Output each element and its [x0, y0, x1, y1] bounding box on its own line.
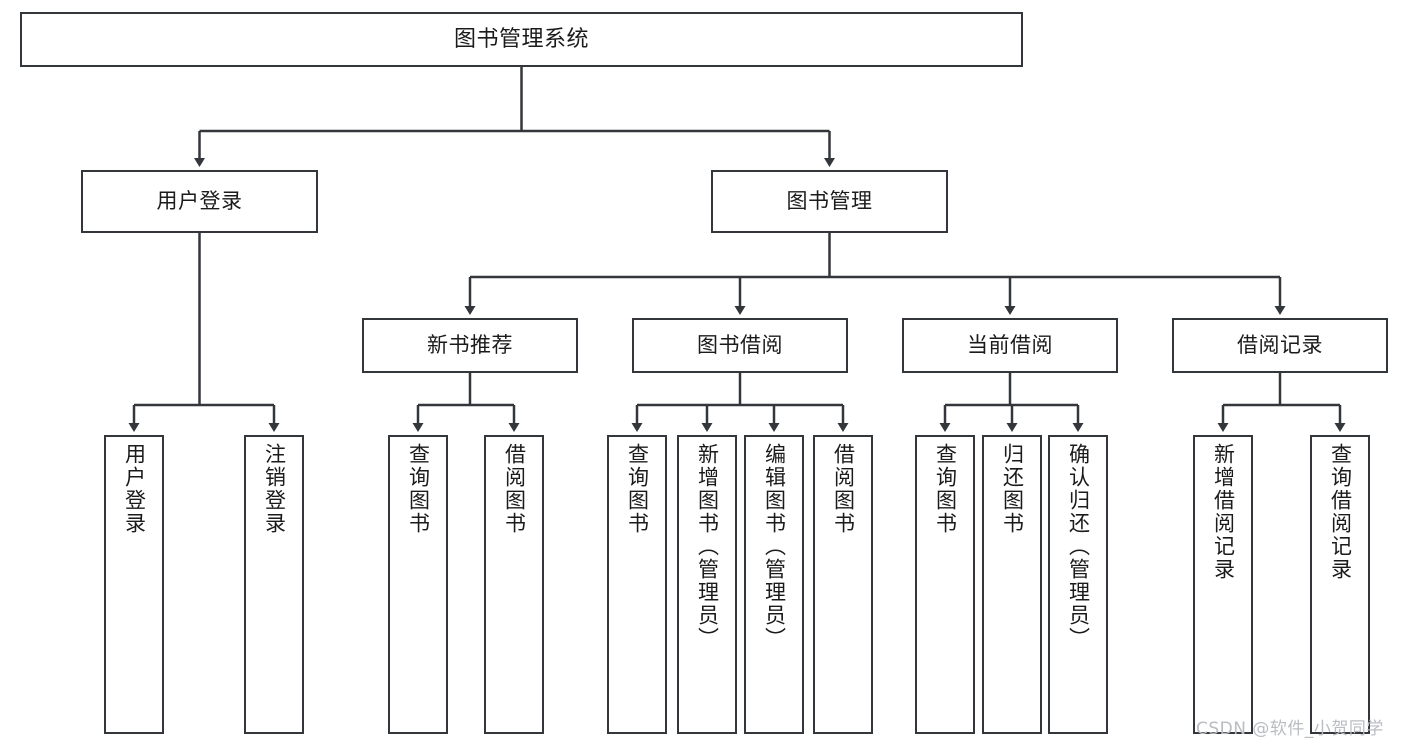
node-label: 新书推荐 — [427, 333, 513, 358]
csdn-watermark: CSDN @软件_小贺同学 — [1196, 719, 1384, 739]
node-label: 借阅图书 — [502, 443, 527, 535]
node-label: 新增借阅记录 — [1211, 443, 1236, 581]
node-label: 用户登录 — [122, 443, 147, 535]
node-l-borrowbk2[interactable]: 借阅图书 — [813, 435, 873, 734]
node-borrow[interactable]: 图书借阅 — [632, 318, 848, 373]
node-label: 归还图书 — [1000, 443, 1025, 535]
node-label: 编辑图书（管理员） — [762, 443, 787, 650]
node-l-addrec[interactable]: 新增借阅记录 — [1193, 435, 1253, 734]
node-l-userlogin[interactable]: 用户登录 — [104, 435, 164, 734]
node-root[interactable]: 图书管理系统 — [20, 12, 1023, 67]
node-label: 图书管理系统 — [453, 26, 589, 52]
node-label: 新增图书（管理员） — [695, 443, 720, 650]
node-l-borrowbk1[interactable]: 借阅图书 — [484, 435, 544, 734]
node-l-confirm[interactable]: 确认归还（管理员） — [1048, 435, 1108, 734]
node-label: 查询图书 — [625, 443, 650, 535]
node-l-returnbk[interactable]: 归还图书 — [982, 435, 1042, 734]
node-l-editbook[interactable]: 编辑图书（管理员） — [744, 435, 804, 734]
node-records[interactable]: 借阅记录 — [1172, 318, 1388, 373]
node-login[interactable]: 用户登录 — [81, 170, 318, 233]
node-label: 图书管理 — [786, 189, 873, 214]
node-current[interactable]: 当前借阅 — [902, 318, 1118, 373]
node-label: 查询图书 — [406, 443, 431, 535]
node-l-querybk3[interactable]: 查询图书 — [915, 435, 975, 734]
node-bookmgmt[interactable]: 图书管理 — [711, 170, 948, 233]
node-l-querybk2[interactable]: 查询图书 — [607, 435, 667, 734]
node-l-queryrec[interactable]: 查询借阅记录 — [1310, 435, 1370, 734]
node-l-addbook[interactable]: 新增图书（管理员） — [677, 435, 737, 734]
node-label: 查询借阅记录 — [1328, 443, 1353, 581]
node-l-querybk1[interactable]: 查询图书 — [388, 435, 448, 734]
node-label: 用户登录 — [156, 189, 243, 214]
node-label: 借阅图书 — [831, 443, 856, 535]
node-label: 图书借阅 — [697, 333, 783, 358]
node-label: 注销登录 — [262, 443, 287, 535]
node-l-logout[interactable]: 注销登录 — [244, 435, 304, 734]
node-label: 查询图书 — [933, 443, 958, 535]
node-label: 确认归还（管理员） — [1066, 443, 1091, 650]
node-newbook[interactable]: 新书推荐 — [362, 318, 578, 373]
node-label: 当前借阅 — [967, 333, 1053, 358]
node-label: 借阅记录 — [1237, 333, 1323, 358]
